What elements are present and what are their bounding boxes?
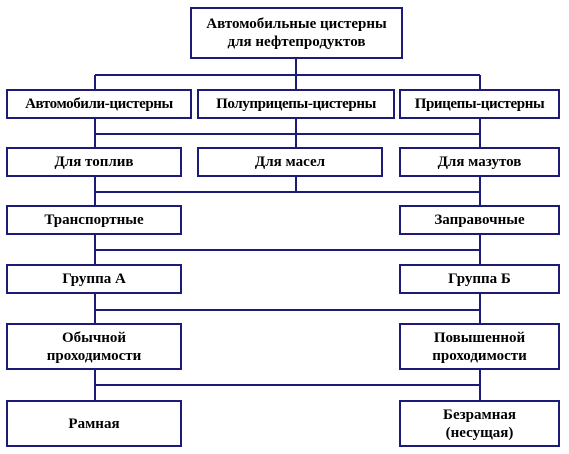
node-trailer-tankers: Прицепы-цистерны <box>399 89 560 119</box>
node-semitrailer-tankers: Полуприцепы-цистерны <box>197 89 395 119</box>
node-frameless: Безрамная (несущая) <box>399 400 560 447</box>
node-fueling: Заправочные <box>399 205 560 235</box>
node-auto-tankers: Автомобили-цистерны <box>6 89 192 119</box>
node-normal-passability: Обычной проходимости <box>6 323 182 370</box>
node-framed: Рамная <box>6 400 182 447</box>
node-for-oil: Для масел <box>197 147 383 177</box>
node-root: Автомобильные цистерны для нефтепродукто… <box>190 7 403 59</box>
node-high-passability: Повышенной проходимости <box>399 323 560 370</box>
node-for-mazut: Для мазутов <box>399 147 560 177</box>
node-group-b: Группа Б <box>399 264 560 294</box>
node-for-fuel: Для топлив <box>6 147 182 177</box>
node-transport: Транспортные <box>6 205 182 235</box>
node-group-a: Группа А <box>6 264 182 294</box>
